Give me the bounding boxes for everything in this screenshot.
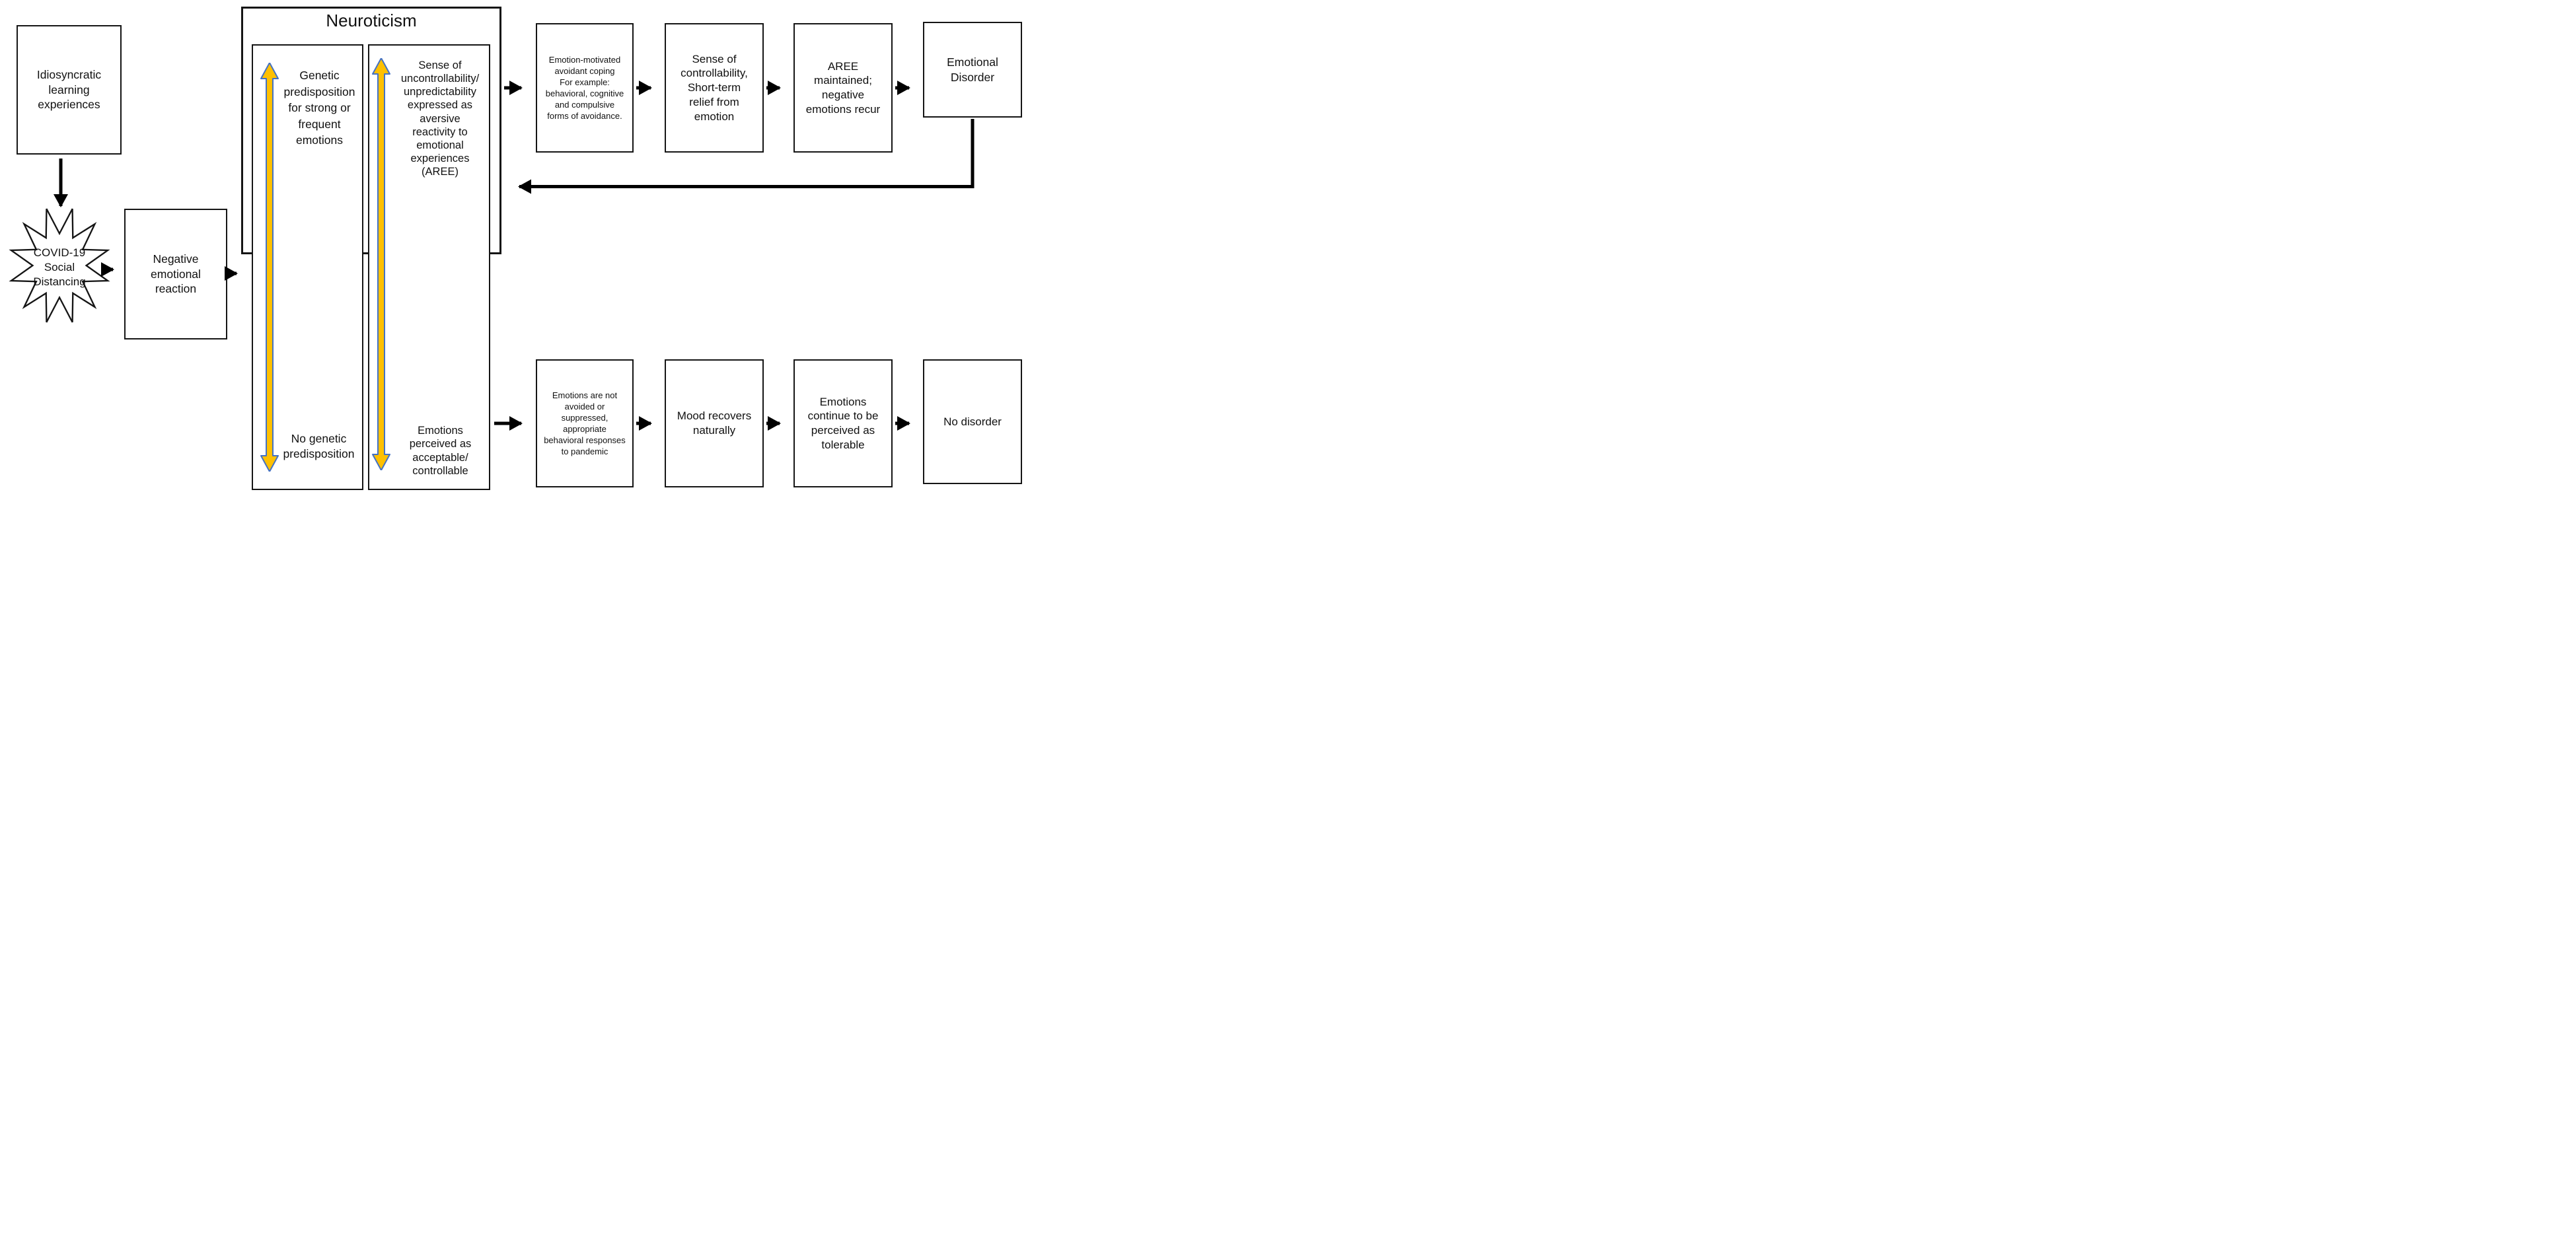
no-disorder-box: No disorder — [923, 359, 1022, 484]
idiosyncratic-experiences-box: Idiosyncratic learning experiences — [17, 25, 122, 155]
emotional-disorder-box: Emotional Disorder — [923, 22, 1022, 118]
flowchart-canvas: Idiosyncratic learning experiences Negat… — [0, 0, 1031, 498]
aree-sense-column: Sense of uncontrollability/ unpredictabi… — [368, 44, 490, 490]
genetic-top-label: Genetic predisposition for strong or fre… — [283, 69, 355, 147]
aree-top-label: Sense of uncontrollability/ unpredictabi… — [400, 59, 480, 178]
covid-starburst-label: COVID-19 Social Distancing — [33, 246, 86, 289]
genetic-severity-double-arrow-icon — [260, 63, 279, 472]
aree-bottom-label: Emotions perceived as acceptable/ contro… — [409, 424, 472, 478]
avoidant-coping-box: Emotion-motivated avoidant coping For ex… — [536, 23, 634, 153]
neuroticism-title: Neuroticism — [326, 11, 417, 30]
starburst-icon — [9, 208, 110, 323]
genetic-predisposition-column: Genetic predisposition for strong or fre… — [252, 44, 363, 490]
aree-maintained-box: AREE maintained; negative emotions recur — [793, 23, 893, 153]
mood-recovers-box: Mood recovers naturally — [665, 359, 764, 487]
covid-starburst-shape — [8, 202, 111, 329]
aree-severity-double-arrow-icon — [372, 58, 390, 470]
genetic-bottom-label: No genetic predisposition — [283, 431, 355, 461]
negative-emotional-reaction-box: Negative emotional reaction — [124, 209, 227, 339]
emotions-not-avoided-box: Emotions are not avoided or suppressed, … — [536, 359, 634, 487]
emotions-tolerable-box: Emotions continue to be perceived as tol… — [793, 359, 893, 487]
sense-of-controllability-box: Sense of controllability, Short-term rel… — [665, 23, 764, 153]
